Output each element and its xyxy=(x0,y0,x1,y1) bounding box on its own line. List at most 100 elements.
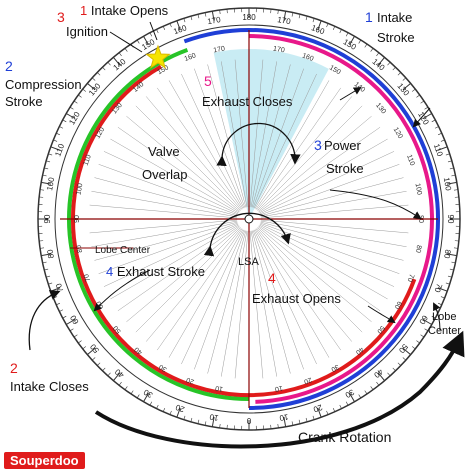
degree-tick xyxy=(197,14,200,19)
degree-tick xyxy=(78,94,82,98)
degree-tick xyxy=(345,32,349,37)
degree-tick xyxy=(124,386,128,390)
intake-closes-label: Intake Closes xyxy=(10,379,89,394)
degree-number: 160 xyxy=(172,23,188,36)
degree-tick xyxy=(387,372,391,377)
ignition-pointer xyxy=(109,31,143,53)
ray-line xyxy=(94,177,238,217)
degree-tick xyxy=(211,11,215,22)
inner-degree-number: 120 xyxy=(392,126,404,140)
intake-arc xyxy=(183,28,440,410)
degree-number: 80 xyxy=(45,248,56,259)
crank-rotation-arrow xyxy=(94,330,465,449)
degree-tick xyxy=(377,57,386,66)
intake-closes-number: 2 xyxy=(10,360,18,376)
degree-tick xyxy=(434,126,439,129)
degree-tick xyxy=(449,268,454,271)
degree-tick xyxy=(136,39,140,44)
ray-line xyxy=(168,80,244,209)
degree-tick xyxy=(41,253,52,257)
degree-number: 10 xyxy=(278,412,289,423)
degree-tick xyxy=(349,36,355,46)
ray-line xyxy=(207,64,247,208)
degree-tick xyxy=(211,416,215,427)
degree-number: 70 xyxy=(54,282,66,294)
degree-tick xyxy=(370,386,374,390)
exhaust-opens-label: Exhaust Opens xyxy=(252,291,341,306)
degree-tick xyxy=(422,113,432,119)
ray-line xyxy=(260,164,400,216)
exhaust-opens-number: 4 xyxy=(268,270,276,286)
degree-tick xyxy=(416,340,420,344)
ray-line xyxy=(194,68,246,208)
degree-number: 160 xyxy=(310,23,326,36)
lsa-label: LSA xyxy=(238,256,259,268)
ray-line xyxy=(157,87,243,210)
power-stroke-label-1: Power xyxy=(324,138,362,153)
ray-line xyxy=(234,59,249,208)
ray-line xyxy=(89,219,238,234)
degree-tick xyxy=(204,12,207,17)
inner-degree-number: 50 xyxy=(112,324,122,335)
inner-degree-number: 100 xyxy=(75,183,84,196)
degree-tick xyxy=(376,381,380,386)
degree-tick xyxy=(156,29,159,34)
degree-tick xyxy=(451,261,456,264)
compression-label-1: Compression xyxy=(5,77,82,92)
inner-rim xyxy=(54,24,444,414)
inner-degree-number: 20 xyxy=(185,376,195,385)
ray-line xyxy=(251,64,291,208)
degree-tick xyxy=(422,319,432,325)
degree-tick xyxy=(73,100,78,104)
ray-line xyxy=(89,204,238,219)
ray-line xyxy=(117,127,240,213)
degree-tick xyxy=(326,23,329,28)
degree-tick xyxy=(451,174,456,177)
power-stroke-pointer xyxy=(329,189,422,220)
ignition-label: Ignition xyxy=(66,24,108,39)
ray-line xyxy=(91,190,238,218)
degree-tick xyxy=(283,416,287,427)
degree-tick xyxy=(345,401,349,406)
degree-tick xyxy=(447,275,452,278)
inner-degree-number: 50 xyxy=(375,324,385,335)
degree-tick xyxy=(431,119,436,123)
degree-tick xyxy=(358,39,362,44)
exhaust-closes-label: Exhaust Closes xyxy=(202,94,293,109)
degree-tick xyxy=(402,82,411,91)
ray-line xyxy=(98,222,238,274)
ray-line xyxy=(126,115,240,212)
degree-tick xyxy=(197,419,200,424)
degree-tick xyxy=(69,106,74,110)
degree-number: 70 xyxy=(432,282,444,294)
degree-tick xyxy=(53,139,58,142)
power-arc xyxy=(248,34,434,404)
inner-degree-number: 80 xyxy=(76,244,84,253)
lobe-center-pointer xyxy=(433,302,441,331)
ray-line xyxy=(260,190,407,218)
inner-degree-number: 30 xyxy=(330,363,340,373)
degree-tick xyxy=(326,410,329,415)
ray-line xyxy=(94,221,238,261)
inner-degree-number: 80 xyxy=(414,244,422,253)
degree-tick xyxy=(440,296,445,299)
degree-tick xyxy=(424,328,429,332)
degree-tick xyxy=(190,16,193,21)
degree-tick xyxy=(50,146,61,151)
degree-tick xyxy=(59,309,64,312)
degree-tick xyxy=(102,367,106,371)
degree-tick xyxy=(66,319,76,325)
degree-tick xyxy=(402,357,407,361)
inner-degree-number: 150 xyxy=(328,64,342,76)
degree-number: 100 xyxy=(442,177,453,192)
degree-number: 0 xyxy=(246,416,251,425)
degree-tick xyxy=(445,282,450,285)
ray-line xyxy=(257,105,363,211)
degree-tick xyxy=(291,421,294,426)
degree-tick xyxy=(312,18,315,23)
degree-tick xyxy=(107,372,111,377)
intake-stroke-number: 1 xyxy=(365,9,373,25)
inner-degree-number: 10 xyxy=(215,384,224,392)
ignition-star-icon xyxy=(145,44,171,69)
